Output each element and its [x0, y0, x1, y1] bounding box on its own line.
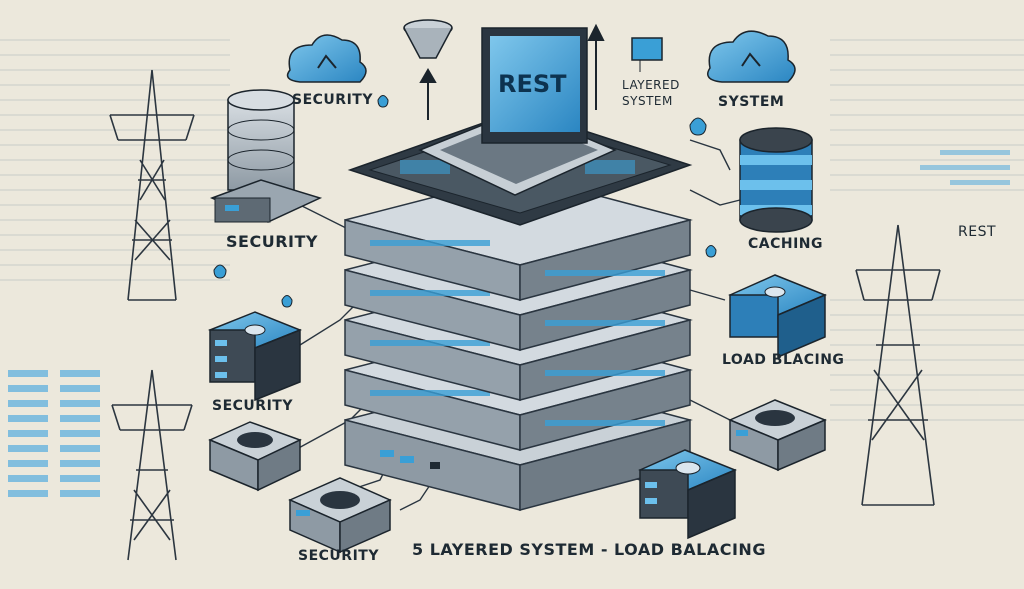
- bottom-caption: 5 LAYERED SYSTEM - LOAD BALACING: [412, 540, 766, 559]
- bar-blocks-left: [8, 370, 100, 497]
- load-balancer-icon: [207, 311, 303, 402]
- switch-icon: [208, 421, 302, 492]
- label-layered-line1: LAYERED: [622, 78, 680, 92]
- funnel-icon: [403, 19, 453, 59]
- laptop-icon: [418, 27, 617, 196]
- label-system-top: SYSTEM: [718, 94, 785, 110]
- label-security-top: SECURITY: [292, 92, 373, 108]
- switch-icon: [288, 477, 392, 554]
- bar-blocks-right: [920, 150, 1010, 185]
- arrow-up-icon: [587, 23, 605, 110]
- tower-icon: [111, 369, 193, 561]
- tower-icon: [855, 224, 941, 506]
- load-balancer-icon: [728, 274, 827, 359]
- label-security-bottom: SECURITY: [298, 548, 379, 564]
- switch-icon: [728, 399, 827, 472]
- background-grid-right: [830, 39, 1024, 421]
- cloud-icon: [707, 30, 796, 83]
- label-load-balancing-right: LOAD BLACING: [722, 352, 845, 368]
- label-caching: CACHING: [748, 236, 824, 252]
- arrow-up-icon: [419, 68, 437, 120]
- tower-icon: [109, 69, 195, 301]
- laptop-screen-text: REST: [498, 70, 567, 98]
- droplet-icons: [213, 95, 717, 308]
- database-icon: [739, 127, 813, 233]
- load-balancer-icon: [638, 449, 737, 540]
- label-rest-right: REST: [958, 224, 997, 240]
- database-icon: [209, 89, 323, 223]
- label-security-left: SECURITY: [226, 232, 318, 251]
- cloud-icon: [286, 34, 367, 83]
- label-security-mid: SECURITY: [212, 398, 293, 414]
- label-layered-line2: SYSTEM: [622, 94, 673, 108]
- network-device-icon: [631, 37, 663, 72]
- background-grid-left: [0, 39, 230, 281]
